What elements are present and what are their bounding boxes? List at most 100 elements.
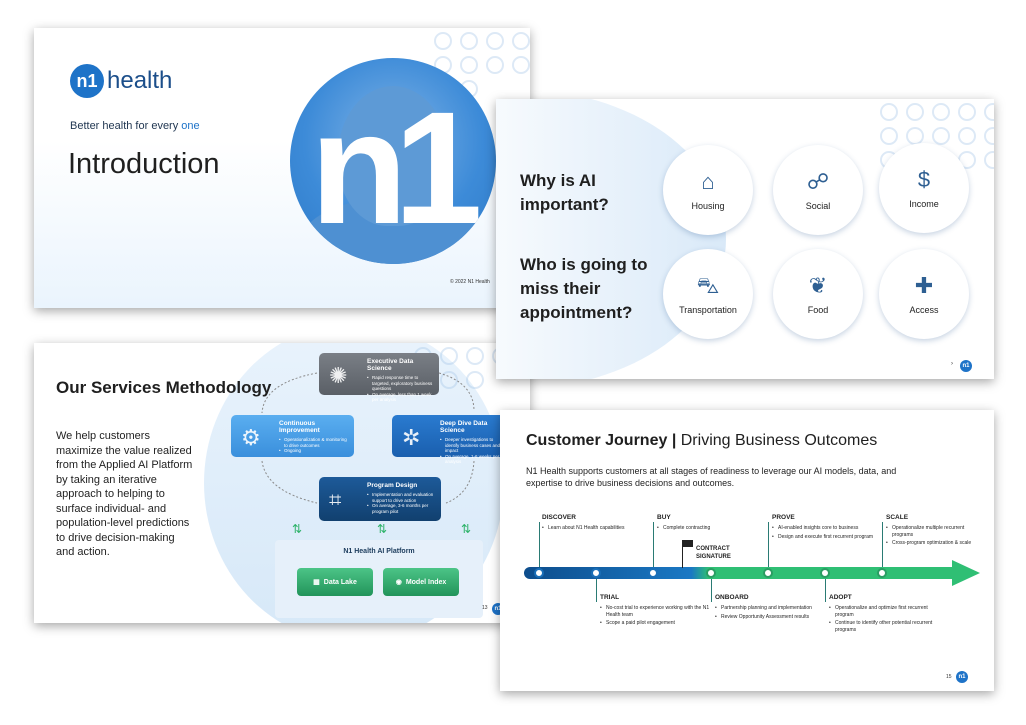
factor-social[interactable]: ☍ Social [773,145,863,235]
timeline-dot [591,568,601,578]
question-why-ai: Why is AI important? [520,171,609,214]
n1-health-logo: n1 health [70,64,172,98]
timeline-dot [706,568,716,578]
title-bold: Customer Journey [526,432,668,449]
timeline-stem [596,578,597,602]
timeline-dot [820,568,830,578]
factor-housing[interactable]: ⌂ Housing [663,145,753,235]
box-bullet: On average, less than 1 week per analysi… [367,392,433,403]
stage-bullet: Learn about N1 Health capabilities [542,525,652,532]
stage-title: PROVE [772,514,795,521]
data-lake-box[interactable]: ▦ Data Lake [297,568,373,596]
factor-label: Housing [691,201,725,211]
people-network-icon: ☍ [806,169,830,194]
box-title: Executive Data Science [367,358,414,372]
box-bullet: On average, 1-6 weeks per analysis [440,454,506,465]
factor-access[interactable]: ✚ Access [879,249,969,339]
food-icon: ❦ [808,273,828,298]
continuous-improvement-box[interactable]: ⚙ Continuous Improvement Operationalizat… [231,415,354,457]
model-index-box[interactable]: ◉ Model Index [383,568,459,596]
stage-bullet: AI-enabled insights core to business [772,525,882,532]
intro-slide[interactable]: n1 health Better health for every one In… [34,28,530,308]
portrait-image: n1 [290,58,496,264]
flag-icon [683,540,693,547]
brain-icon: ✺ [329,363,348,388]
stage-title: ADOPT [829,594,852,601]
journey-timeline-bar [524,567,964,579]
stage-trial: TRIAL No-cost trial to experience workin… [600,594,710,629]
factor-income[interactable]: $ Income [879,143,969,233]
background-circle [496,99,726,379]
page-number: 13 [482,605,488,611]
executive-data-science-box[interactable]: ✺ Executive Data Science Rapid response … [319,353,439,402]
timeline-stem [825,578,826,602]
n1-logo-mark: n1 [70,64,104,98]
stage-discover: DISCOVER Learn about N1 Health capabilit… [542,514,652,534]
slide-title: Customer Journey | Driving Business Outc… [526,432,877,450]
n1-mini-logo: n1 [956,671,968,683]
stage-bullet: Operationalize and optimize first recurr… [829,605,939,618]
tagline: Better health for every one [70,120,200,132]
box-title: Deep Dive Data Science [440,420,488,434]
stage-title: SCALE [886,514,909,521]
stage-title: DISCOVER [542,514,576,521]
factor-label: Access [909,305,939,315]
factor-label: Income [909,199,939,209]
money-icon: $ [917,167,931,192]
factor-label: Food [807,305,829,315]
customer-journey-slide[interactable]: Customer Journey | Driving Business Outc… [500,410,994,691]
stage-bullet: Scope a paid pilot engagement [600,620,710,627]
timeline-dot [534,568,544,578]
page-marker: › [951,361,953,367]
stage-bullet: Complete contracting [657,525,767,532]
why-ai-slide[interactable]: Why is AI important? Who is going to mis… [496,99,994,379]
title-rest: Driving Business Outcomes [680,432,878,449]
ai-platform-panel: N1 Health AI Platform ▦ Data Lake ◉ Mode… [275,540,483,618]
stage-bullet: No-cost trial to experience working with… [600,605,710,618]
deep-dive-data-science-box[interactable]: ✲ Deep Dive Data Science Deeper investig… [392,415,512,464]
medical-cross-icon: ✚ [914,273,934,298]
up-down-arrows-icon: ⇅ [292,522,303,536]
timeline-stem [539,522,540,568]
up-down-arrows-icon: ⇅ [461,522,472,536]
flag-pole [682,540,683,568]
slide-title: Introduction [68,148,220,180]
logo-wordmark: health [107,67,173,94]
box-title: Continuous Improvement [279,420,320,434]
factor-label: Social [805,201,831,211]
stage-prove: PROVE AI-enabled insights core to busine… [772,514,882,542]
model-index-label: Model Index [405,578,447,586]
timeline-arrowhead [952,560,980,586]
stage-bullet: Cross-program optimization & scale [886,540,982,547]
box-bullet: Rapid response time to targeted, explora… [367,375,433,392]
cycle-arrows [261,372,475,504]
stage-bullet: Partnership planning and implementation [715,605,825,612]
stage-scale: SCALE Operationalize multiple recurrent … [886,514,982,549]
timeline-dot [648,568,658,578]
tagline-text: Better health for every [70,120,182,132]
methodology-slide[interactable]: Our Services Methodology We help custome… [34,343,530,623]
slide-title: Our Services Methodology [56,378,272,397]
copyright: © 2022 N1 Health [450,279,490,285]
question-who-miss: Who is going to miss their appointment? [520,255,648,322]
timeline-stem [882,522,883,568]
car-icon: ⛍ [696,273,720,298]
factor-transportation[interactable]: ⛍ Transportation [663,249,753,339]
data-lake-label: Data Lake [323,578,357,586]
program-design-box[interactable]: ⌗ Program Design Implementation and eval… [319,477,441,521]
timeline-dot [763,568,773,578]
stage-title: TRIAL [600,594,620,601]
box-title: Program Design [367,482,418,489]
stage-bullet: Design and execute first recurrent progr… [772,534,882,541]
stage-title: BUY [657,514,671,521]
box-bullet: Operationalization & monitoring to drive… [279,437,348,448]
contract-signature-milestone: CONTRACT SIGNATURE [696,546,731,560]
stage-bullet: Review Opportunity Assessment results [715,614,825,621]
factor-food[interactable]: ❦ Food [773,249,863,339]
data-grid-icon: ▦ [313,579,320,586]
slide-body: We help customers maximize the value rea… [56,430,193,558]
circuit-icon: ⌗ [329,487,342,512]
n1-mini-logo: n1 [960,360,972,372]
factor-label: Transportation [679,305,737,315]
network-icon: ✲ [402,425,421,450]
